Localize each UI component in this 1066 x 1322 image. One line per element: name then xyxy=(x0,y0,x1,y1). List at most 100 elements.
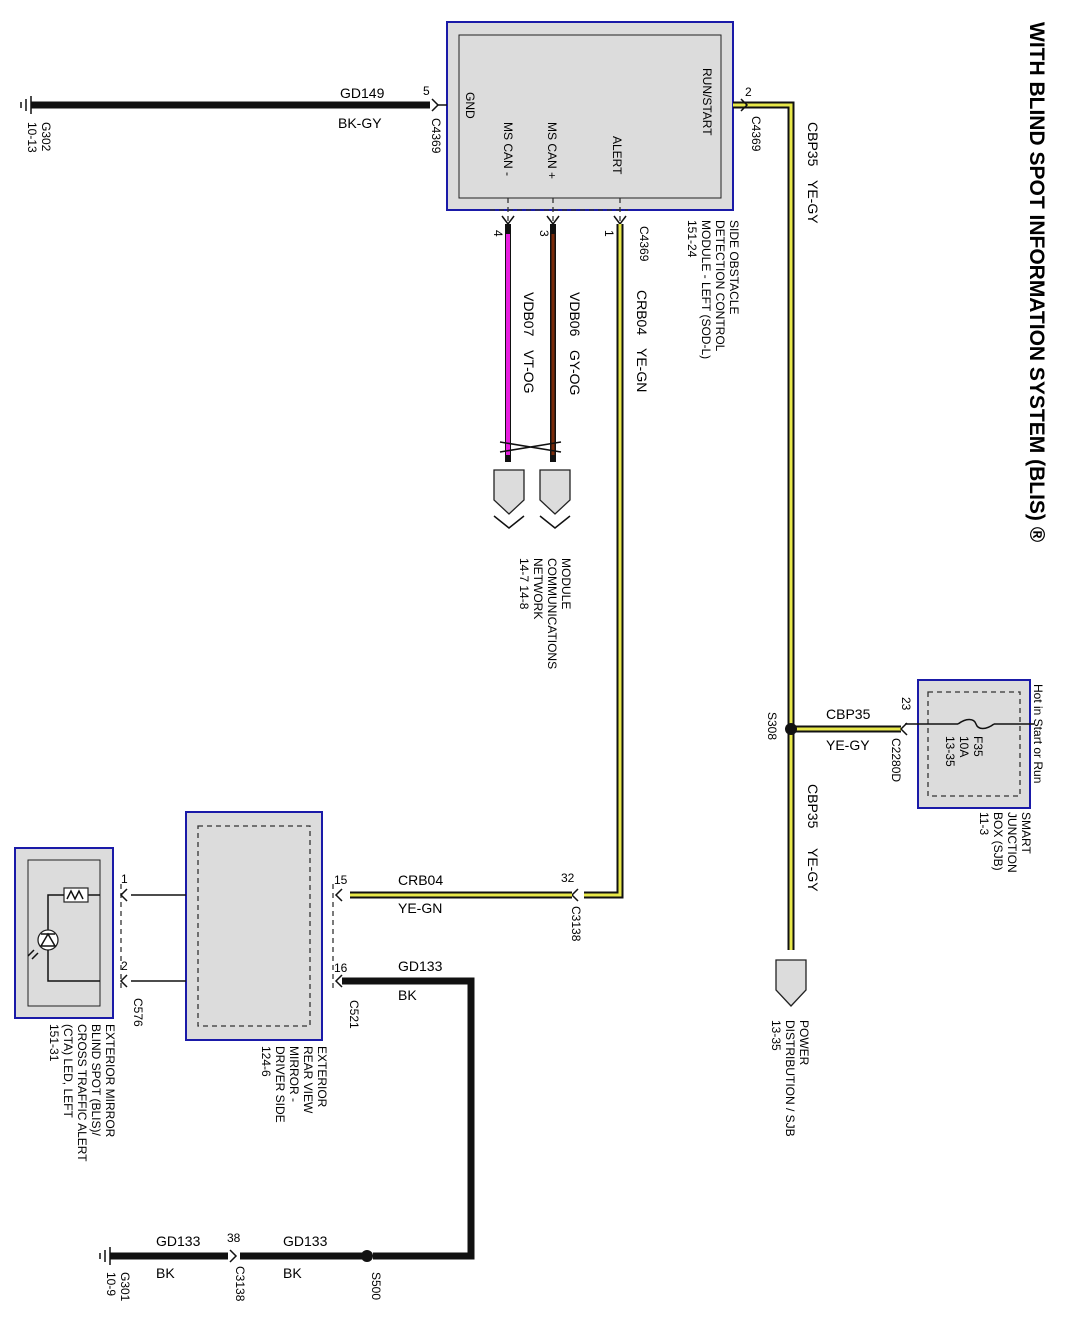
g301-id: G301 xyxy=(118,1272,132,1302)
wire-gd133-b: GD133 BK xyxy=(240,1233,367,1281)
network-name-line-3: NETWORK xyxy=(531,558,545,619)
sod-name-line-2: DETECTION CONTROL xyxy=(713,220,727,352)
sod-pin-alert: ALERT xyxy=(610,136,624,175)
c3138-b-label: C3138 xyxy=(233,1266,247,1302)
sjb-name-line-3: BOX (SJB) xyxy=(991,812,1005,871)
sjb-name-line-4: 11-3 xyxy=(977,812,991,835)
pin-5-label: 5 xyxy=(423,84,430,98)
wire-cbp35-sjb: 23 C2280D CBP35 YE-GY xyxy=(791,697,913,782)
gd133-b-color: BK xyxy=(283,1265,302,1281)
c2280d-label: C2280D xyxy=(889,738,903,782)
sod-pin-ms-can-plus: MS CAN + xyxy=(545,122,559,179)
wire-gd133-c: GD133 BK xyxy=(110,1233,228,1281)
pin-15-label: 15 xyxy=(334,873,348,887)
cbp35-sjb-color: YE-GY xyxy=(826,737,870,753)
power-name-line-2: DISTRIBUTION / SJB xyxy=(783,1020,797,1137)
mirror-name-line-3: MIRROR - xyxy=(287,1046,301,1102)
wire-crb04-h: CRB04 YE-GN xyxy=(350,872,572,916)
led-name-line-2: BLIND SPOT (BLIS)/ xyxy=(89,1024,103,1136)
ground-g302: G302 10-13 xyxy=(20,96,53,153)
ground-g301: G301 10-9 xyxy=(99,1247,132,1302)
power-name-line-3: 13-35 xyxy=(769,1020,783,1051)
cbp35-top-circuit: CBP35 xyxy=(805,122,821,167)
diagram-title: WITH BLIND SPOT INFORMATION SYSTEM (BLIS… xyxy=(1025,22,1048,543)
pin-1-label: 1 xyxy=(602,230,616,237)
sjb-fuse-amp: 10A xyxy=(957,736,971,757)
power-name-line-1: POWER xyxy=(797,1020,811,1066)
sjb-name-line-2: JUNCTION xyxy=(1005,812,1019,873)
led-module: EXTERIOR MIRROR BLIND SPOT (BLIS)/ CROSS… xyxy=(14,847,117,1162)
c3138-ground-connector: 38 C3138 xyxy=(227,1231,247,1302)
sjb-module: F35 10A 13-35 Hot in Start or Run SMART … xyxy=(905,679,1045,873)
mirror-name-line-1: EXTERIOR xyxy=(315,1046,329,1108)
gd149-color: BK-GY xyxy=(338,115,382,131)
led-pin-2-label: 2 xyxy=(121,959,128,973)
twisted-pair-marker xyxy=(499,441,562,453)
wire-vdb06: VDB06 GY-OG xyxy=(550,224,583,462)
pin-4-label: 4 xyxy=(491,230,505,237)
led-name-line-4: (CTA) LED, LEFT xyxy=(61,1024,75,1118)
pin-16-label: 16 xyxy=(334,961,348,975)
network-connectors: MODULE COMMUNICATIONS NETWORK 14-7 14-8 xyxy=(493,469,573,669)
pin-5-connector: 5 C4369 xyxy=(423,84,447,154)
mirror-led-wires: 1 2 C576 xyxy=(119,872,186,1027)
s500-label: S500 xyxy=(369,1272,383,1300)
crb04-v-circuit: CRB04 xyxy=(634,290,650,335)
vdb07-color: VT-OG xyxy=(521,350,537,394)
cbp35-top-color: YE-GY xyxy=(805,180,821,224)
sod-l-module: RUN/START GND MS CAN - MS CAN + ALERT SI… xyxy=(446,21,741,359)
gd133-a-color: BK xyxy=(398,987,417,1003)
splice-s308: S308 CBP35 YE-GY xyxy=(765,712,821,892)
led-name-line-1: EXTERIOR MIRROR xyxy=(103,1024,117,1138)
c4369-bottom-label: C4369 xyxy=(637,226,651,262)
pin-38-label: 38 xyxy=(227,1231,241,1245)
crb04-h-color: YE-GN xyxy=(398,900,442,916)
g302-id: G302 xyxy=(39,122,53,152)
c3138-a-label: C3138 xyxy=(569,906,583,942)
c4369-run-label: C4369 xyxy=(749,116,763,152)
crb04-v-color: YE-GN xyxy=(634,348,650,392)
vdb07-circuit: VDB07 xyxy=(521,292,537,337)
c576-label: C576 xyxy=(131,998,145,1027)
led-name-line-5: 151-31 xyxy=(47,1024,61,1062)
sjb-name-line-1: SMART xyxy=(1019,812,1033,854)
sjb-fuse-id: F35 xyxy=(971,736,985,757)
mirror-name-line-5: 124-6 xyxy=(259,1046,273,1077)
sod-name-line-3: MODULE - LEFT (SOD-L) xyxy=(699,220,713,359)
network-name-line-1: MODULE xyxy=(559,558,573,609)
g301-ref: 10-9 xyxy=(104,1272,118,1296)
gd133-b-circuit: GD133 xyxy=(283,1233,328,1249)
sod-pin-ms-can-minus: MS CAN - xyxy=(501,122,515,176)
sod-name-line-1: SIDE OBSTACLE xyxy=(727,220,741,314)
vdb06-circuit: VDB06 xyxy=(567,292,583,337)
cbp35-low-color: YE-GY xyxy=(805,848,821,892)
network-name-line-2: COMMUNICATIONS xyxy=(545,558,559,669)
power-distribution: POWER DISTRIBUTION / SJB 13-35 xyxy=(769,959,811,1137)
gd133-c-color: BK xyxy=(156,1265,175,1281)
sod-pin-gnd: GND xyxy=(463,92,477,119)
sod-pin-run-start: RUN/START xyxy=(700,68,714,136)
network-name-line-4: 14-7 14-8 xyxy=(517,558,531,610)
c521-connector: 15 16 C521 xyxy=(332,873,361,1029)
wire-gd133-a: GD133 BK xyxy=(342,958,475,1260)
gd133-a-circuit: GD133 xyxy=(398,958,443,974)
pin-2-label: 2 xyxy=(745,85,752,99)
cbp35-sjb-circuit: CBP35 xyxy=(826,706,871,722)
c521-label: C521 xyxy=(347,1000,361,1029)
wire-vdb07: VDB07 VT-OG xyxy=(505,224,537,462)
sjb-fuse-ref: 13-35 xyxy=(943,736,957,767)
pin-23-label: 23 xyxy=(899,697,913,711)
s308-label: S308 xyxy=(765,712,779,740)
wire-cbp35-main: 2 C4369 CBP35 YE-GY xyxy=(733,85,821,950)
c3138-crb04-connector: 32 C3138 xyxy=(561,871,583,942)
wire-gd149: GD149 BK-GY xyxy=(31,85,430,131)
mirror-name-line-2: REAR VIEW xyxy=(301,1046,315,1114)
c4369-gnd-label: C4369 xyxy=(429,118,443,154)
crb04-h-circuit: CRB04 xyxy=(398,872,443,888)
cbp35-low-circuit: CBP35 xyxy=(805,784,821,829)
led-name-line-3: CROSS TRAFFIC ALERT xyxy=(75,1024,89,1162)
led-pin-1-label: 1 xyxy=(121,872,128,886)
sod-lower-pins: 4 3 1 C4369 xyxy=(490,198,651,262)
sjb-hot-label: Hot in Start or Run xyxy=(1031,684,1045,783)
